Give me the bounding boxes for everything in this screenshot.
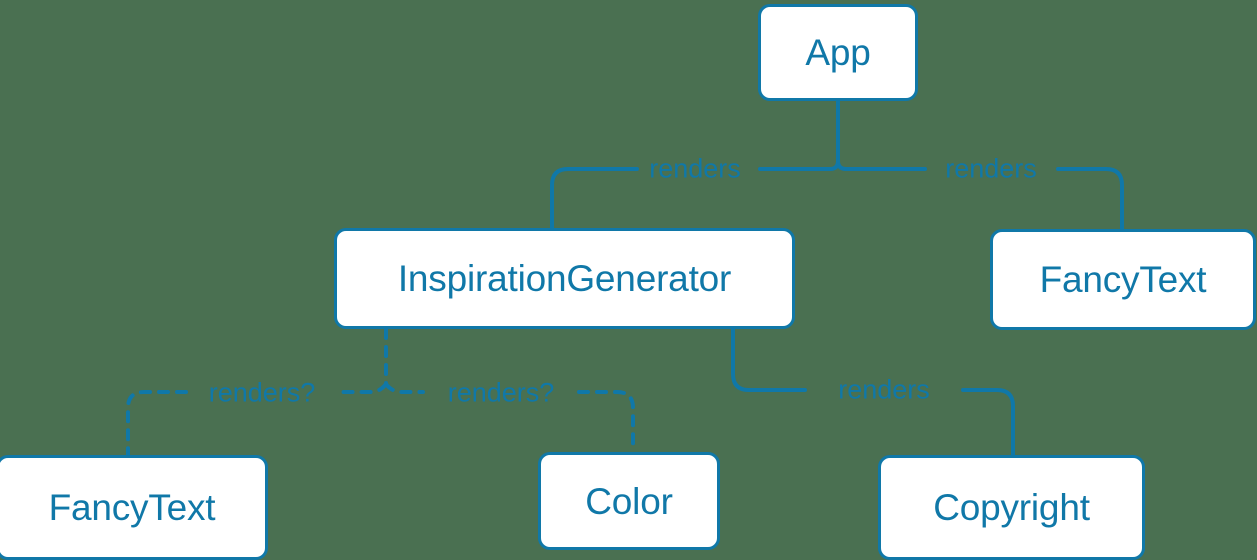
node-inspiration-generator-label: InspirationGenerator [397,258,732,299]
edge-ig-copyright-right [961,388,1015,457]
edge-app-trunk-right [836,159,927,171]
edge-label-app-fancytext: renders [945,153,1037,184]
node-color[interactable]: Color [538,452,720,550]
node-color-label: Color [585,480,673,522]
edge-label-inspiration-copyright: renders [838,374,930,405]
edge-app-trunk [758,99,840,171]
node-inspiration-generator[interactable]: InspirationGenerator [334,228,795,329]
node-copyright-label: Copyright [933,487,1090,528]
node-fancytext-left-label: FancyText [48,487,216,528]
edge-ig-color-tail [577,390,635,454]
edge-app-fancytext [1056,167,1124,231]
edge-ig-color [384,382,425,394]
node-fancytext-right[interactable]: FancyText [990,229,1256,330]
edge-app-inspiration [550,167,639,230]
node-fancytext-left[interactable]: FancyText [0,455,268,560]
node-fancytext-right-label: FancyText [1039,259,1207,300]
edge-ig-fancytext [338,382,388,394]
node-copyright[interactable]: Copyright [878,455,1145,560]
edge-label-inspiration-fancytext: renders? [208,377,316,408]
edge-ig-fancytext-tail [126,390,188,457]
node-app-label: App [805,32,871,73]
edge-label-app-inspiration: renders [649,153,741,184]
node-app[interactable]: App [758,4,918,101]
edge-label-inspiration-color: renders? [447,377,555,408]
edge-ig-copyright-left [731,327,807,392]
